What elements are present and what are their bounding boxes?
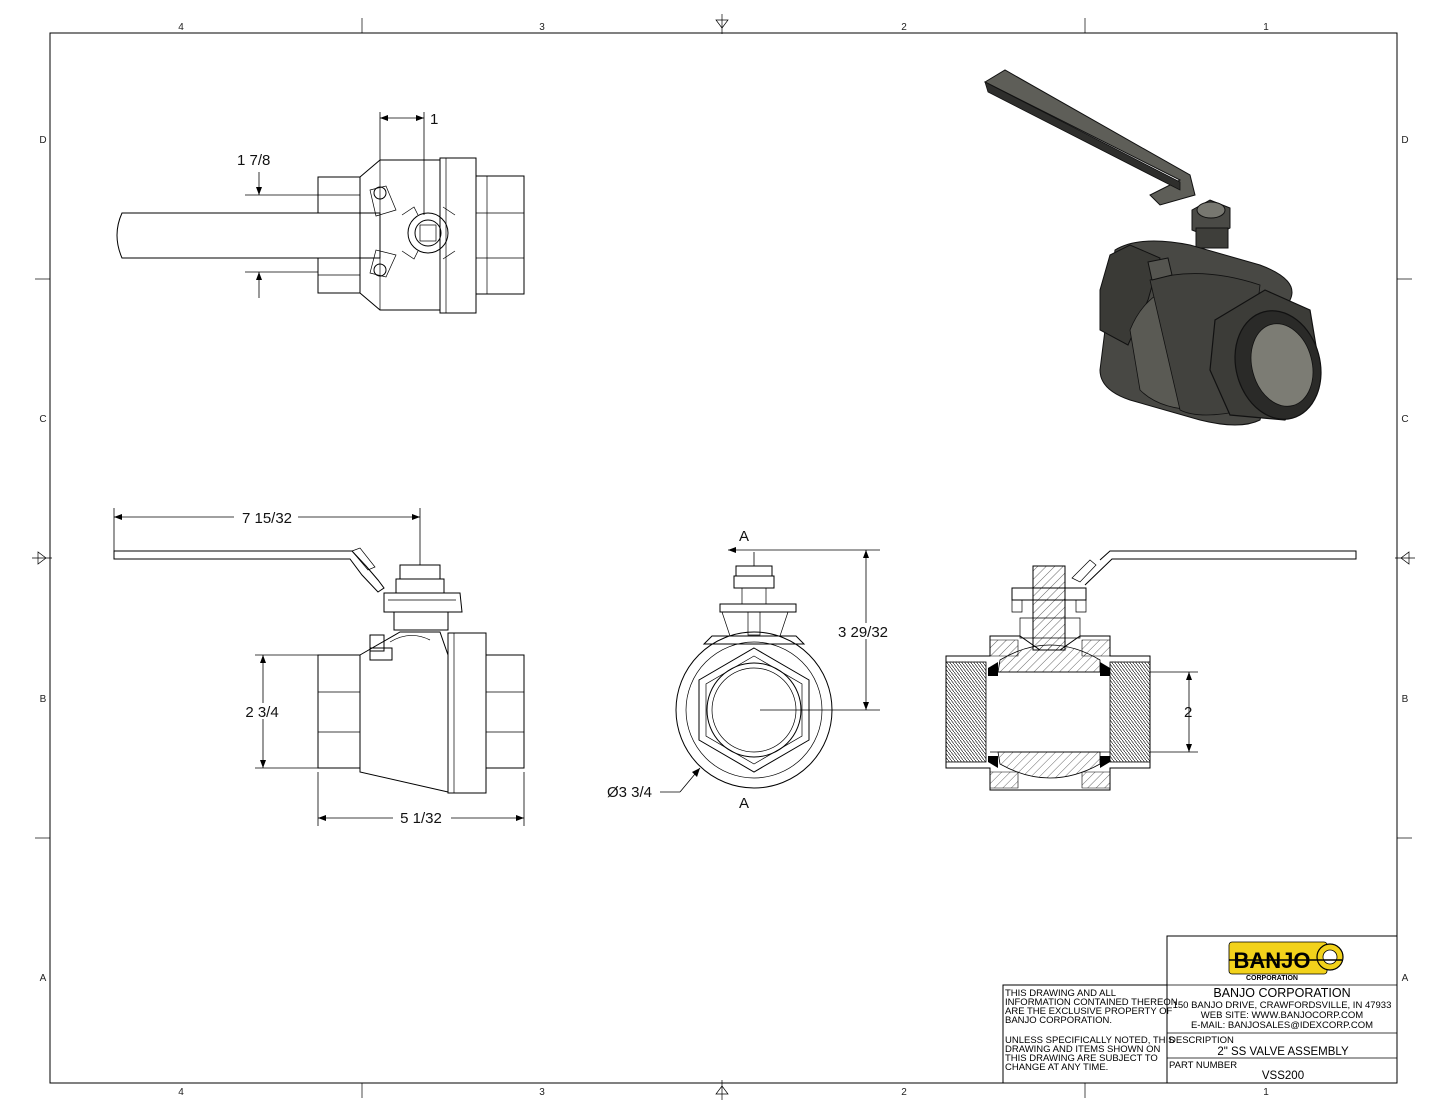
dim-handle-length-bg: [234, 509, 298, 525]
company-email: E-MAIL: BANJOSALES@IDEXCORP.COM: [1191, 1020, 1373, 1031]
zone-col-2-top: 2: [901, 22, 907, 33]
company-address: 150 BANJO DRIVE, CRAWFORDSVILLE, IN 4793…: [1173, 1000, 1392, 1011]
zone-col-4-bottom: 4: [178, 1087, 184, 1098]
drawing-border: [49, 32, 1398, 1084]
notice2-line-1: UNLESS SPECIFICALLY NOTED, THIS: [1005, 1035, 1174, 1046]
zone-ticks: [35, 18, 1412, 1098]
section-label-bottom: A: [739, 795, 749, 812]
zone-row-d-right: D: [1401, 135, 1408, 146]
zone-col-1-bottom: 1: [1263, 1087, 1269, 1098]
centering-marks: [32, 14, 1415, 1100]
notice-line-1: THIS DRAWING AND ALL: [1005, 988, 1116, 999]
front-view-dimensions: [113, 508, 525, 826]
zone-row-c-right: C: [1401, 414, 1408, 425]
logo-text: BANJO: [1233, 948, 1310, 973]
title-block: [1002, 935, 1398, 1084]
dim-top-offset: 1: [430, 111, 438, 128]
logo-subtext: CORPORATION: [1246, 975, 1298, 982]
notice2-line-4: CHANGE AT ANY TIME.: [1005, 1062, 1108, 1073]
company-website: WEB SITE: WWW.BANJOCORP.COM: [1201, 1010, 1363, 1021]
description-label: DESCRIPTION: [1169, 1035, 1234, 1046]
zone-row-d-left: D: [39, 135, 46, 146]
dim-overall-height-bg: [833, 623, 893, 639]
dim-body-length: 5 1/32: [400, 810, 442, 827]
zone-row-c-left: C: [39, 414, 46, 425]
zone-col-2-bottom: 2: [901, 1087, 907, 1098]
banjo-logo: [1228, 941, 1344, 975]
zone-row-a-left: A: [40, 973, 47, 984]
notice2-line-3: THIS DRAWING ARE SUBJECT TO: [1005, 1053, 1158, 1064]
dim-body-length-bg: [393, 810, 451, 826]
dim-body-height-bg: [240, 703, 284, 719]
part-number-label: PART NUMBER: [1169, 1060, 1237, 1071]
zone-row-b-left: B: [40, 694, 47, 705]
end-view: [675, 552, 833, 789]
valve-3d-render: [983, 69, 1322, 426]
section-dimensions: [1150, 671, 1198, 753]
dim-overall-height: 3 29/32: [838, 624, 888, 641]
dim-handle-length: 7 15/32: [242, 510, 292, 527]
notice-line-2: INFORMATION CONTAINED THEREON: [1005, 997, 1178, 1008]
zone-row-a-right: A: [1402, 973, 1409, 984]
top-view: [116, 157, 525, 314]
end-view-dimensions: [660, 547, 880, 793]
dim-body-height: 2 3/4: [245, 704, 278, 721]
section-view: [945, 550, 1357, 791]
zone-row-b-right: B: [1402, 694, 1409, 705]
section-label-top: A: [739, 528, 749, 545]
front-view: [113, 547, 525, 794]
notice-line-3: ARE THE EXCLUSIVE PROPERTY OF: [1005, 1006, 1173, 1017]
dim-end-diameter: Ø3 3/4: [607, 784, 652, 801]
zone-col-4-top: 4: [178, 22, 184, 33]
company-name: BANJO CORPORATION: [1213, 986, 1350, 1000]
zone-col-3-top: 3: [539, 22, 545, 33]
zone-col-3-bottom: 3: [539, 1087, 545, 1098]
zone-col-1-top: 1: [1263, 22, 1269, 33]
part-number-value: VSS200: [1262, 1070, 1304, 1082]
description-value: 2" SS VALVE ASSEMBLY: [1217, 1046, 1349, 1058]
notice-line-4: BANJO CORPORATION.: [1005, 1015, 1112, 1026]
notice2-line-2: DRAWING AND ITEMS SHOWN ON: [1005, 1044, 1160, 1055]
dim-top-height: 1 7/8: [237, 152, 270, 169]
dim-bore: 2: [1184, 704, 1192, 721]
top-view-dimensions: [245, 112, 425, 298]
